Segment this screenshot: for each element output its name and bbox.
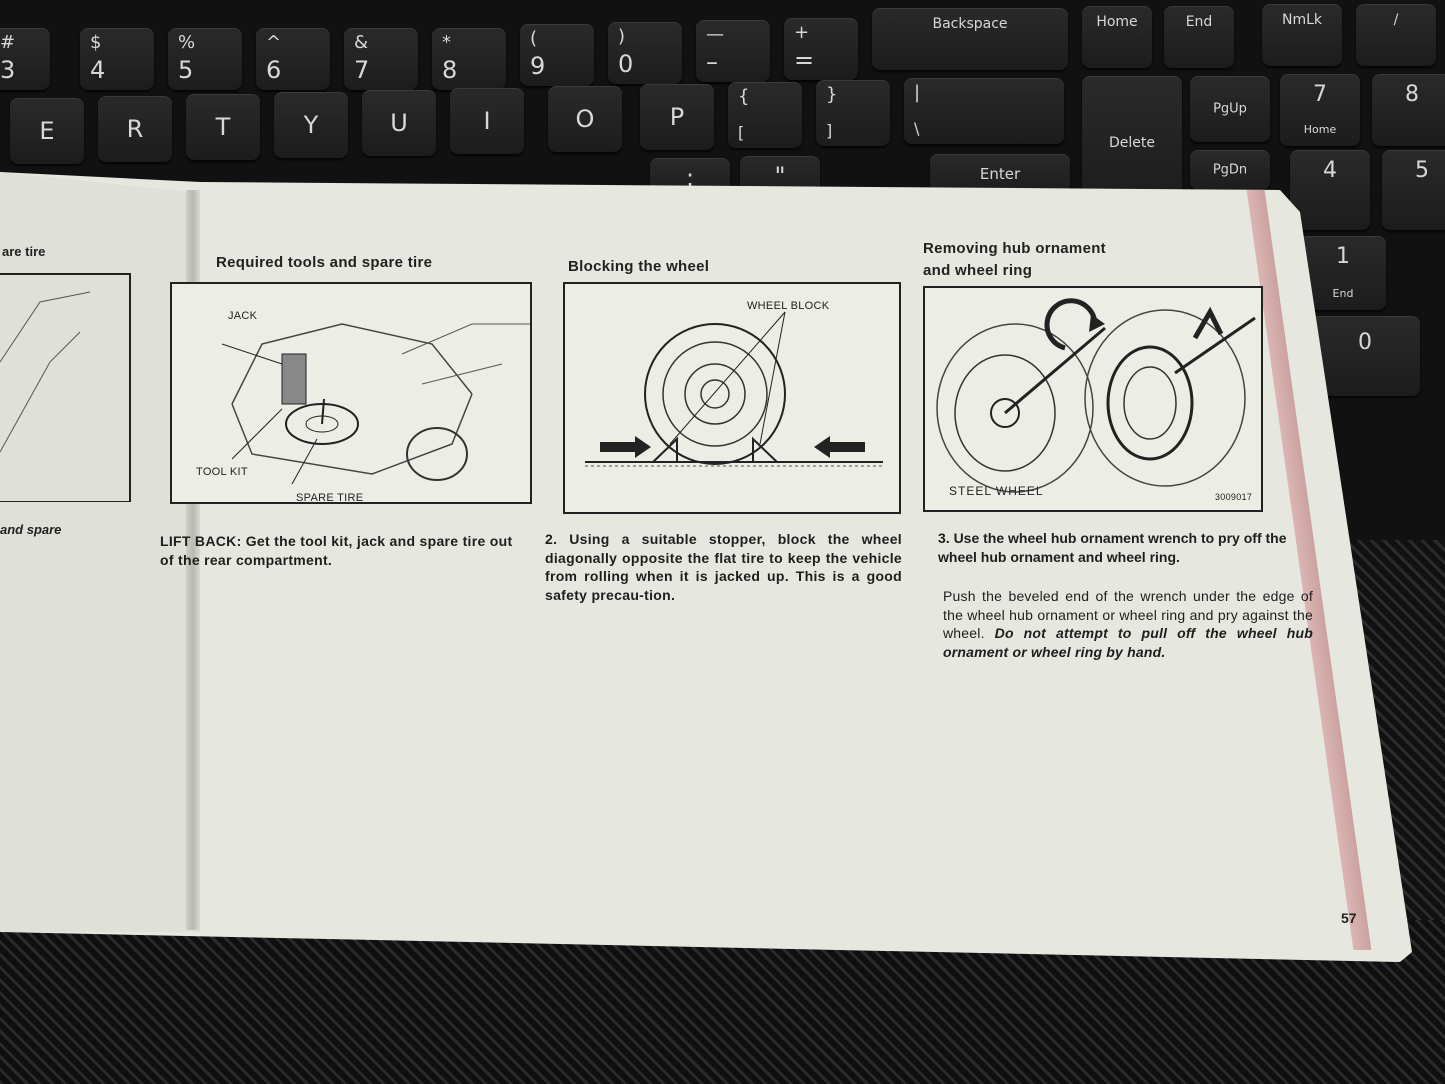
label-wheel-block: WHEEL BLOCK [747,300,830,312]
key-pgup: PgUp [1190,76,1270,142]
key-4: $4 [80,28,154,90]
section-title-hub-ornament-line2: and wheel ring [923,262,1033,279]
figure-required-tools: JACK TOOL KIT SPARE TIRE [170,282,532,504]
caption-blocking-wheel: 2. Using a suitable stopper, block the w… [545,531,902,603]
key-end: End [1164,6,1234,68]
caption-hub-ornament-text: Push the beveled end of the wrench under… [943,588,1313,641]
label-figure-code: 3009017 [1215,492,1253,502]
section-title-hub-ornament-line1: Removing hub ornament [923,240,1106,257]
key-num5: 5 [1382,150,1445,230]
key-equals: += [784,18,858,80]
key-enter: Enter [930,154,1070,194]
section-title-blocking-wheel: Blocking the wheel [568,258,710,275]
key-delete: Delete [1082,76,1182,210]
key-bracket-close: }] [816,80,890,146]
key-backslash: |\ [904,78,1064,144]
key-home: Home [1082,6,1152,68]
caption-hub-ornament: Push the beveled end of the wrench under… [943,587,1313,661]
caption-hub-ornament-bold: 3. Use the wheel hub ornament wrench to … [938,530,1287,565]
caption-required-tools: LIFT BACK: Get the tool kit, jack and sp… [160,532,515,569]
key-5: %5 [168,28,242,90]
key-backspace: Backspace [872,8,1068,70]
key-8: *8 [432,28,506,90]
key-u: U [362,90,436,156]
key-0: )0 [608,22,682,84]
left-page-figure [0,273,131,502]
key-t: T [186,94,260,160]
key-7: &7 [344,28,418,90]
key-9: (9 [520,24,594,86]
section-title-required-tools: Required tools and spare tire [216,254,433,271]
key-minus: —– [696,20,770,82]
left-page: are tire and spare [0,172,200,932]
key-slash: / [1356,4,1436,66]
key-numlock: NmLk [1262,4,1342,66]
key-y: Y [274,92,348,158]
key-num4: 4 [1290,150,1370,230]
label-tool-kit: TOOL KIT [196,466,248,478]
page-number: 57 [1341,910,1357,926]
key-i: I [450,88,524,154]
figure-blocking-wheel: WHEEL BLOCK [563,282,901,514]
key-p: P [640,84,714,150]
caption-lift-back: LIFT BACK: [160,533,242,549]
key-r: R [98,96,172,162]
key-3: #3 [0,28,50,90]
key-e: E [10,98,84,164]
caption-required-tools-text: Get the tool kit, jack and spare tire ou… [160,533,513,568]
left-page-caption-fragment: and spare [0,522,62,537]
key-pgdn: PgDn [1190,150,1270,190]
label-steel-wheel: STEEL WHEEL [949,484,1044,498]
key-num8: 8 [1372,74,1445,146]
caption-hub-ornament-warning: Do not attempt to pull off the wheel hub… [943,625,1313,660]
left-page-title-fragment: are tire [2,244,46,259]
label-jack: JACK [228,310,258,322]
right-page: Required tools and spare tire JACK TOOL … [160,182,1357,942]
key-num0: 0 [1310,316,1420,396]
label-spare-tire: SPARE TIRE [296,492,364,504]
figure-hub-ornament: STEEL WHEEL 3009017 [923,286,1263,512]
key-o: O [548,86,622,152]
key-bracket-open: {[ [728,82,802,148]
key-6: ^6 [256,28,330,90]
